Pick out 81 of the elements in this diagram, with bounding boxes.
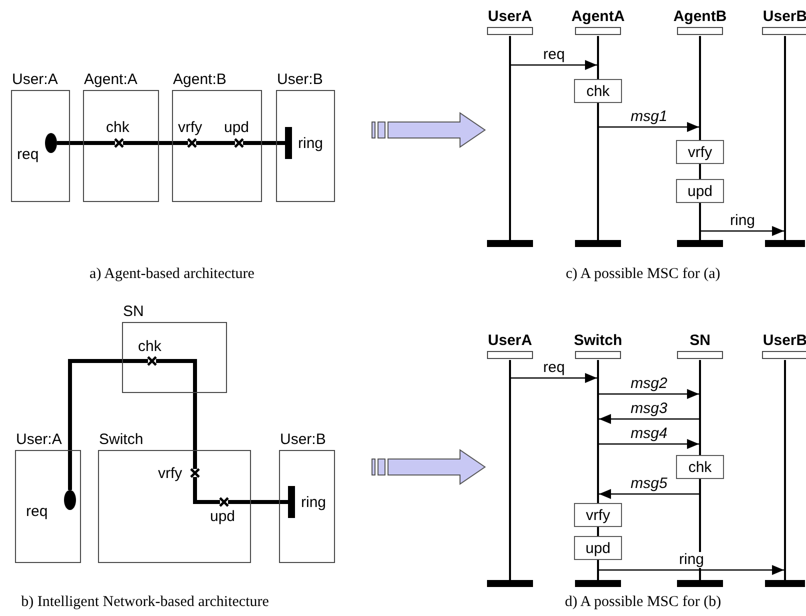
lifeline bbox=[509, 36, 511, 240]
signal-path bbox=[156, 359, 197, 469]
component-name: SN bbox=[123, 303, 144, 320]
message-arrow bbox=[599, 389, 699, 399]
component-name: Switch bbox=[99, 431, 144, 448]
instance-name: UserA bbox=[488, 332, 532, 349]
signal-path bbox=[193, 477, 220, 504]
point-label: req bbox=[17, 146, 39, 163]
cross-mark bbox=[220, 498, 228, 506]
component-name: Agent:B bbox=[173, 71, 226, 88]
lifeline bbox=[699, 360, 701, 455]
message-label: msg5 bbox=[628, 476, 670, 492]
message-label: ring bbox=[677, 552, 706, 568]
component-name: User:A bbox=[16, 431, 62, 448]
lifeline bbox=[597, 560, 599, 580]
action-box: vrfy bbox=[676, 140, 724, 164]
cross-mark bbox=[115, 139, 123, 147]
figure-caption: b) Intelligent Network-based architecture bbox=[21, 594, 269, 611]
cross-mark bbox=[235, 139, 243, 147]
point-label: chk bbox=[106, 119, 130, 136]
figure-caption: c) A possible MSC for (a) bbox=[566, 266, 720, 283]
message-label: msg1 bbox=[628, 109, 670, 125]
point-label: req bbox=[26, 503, 48, 520]
instance-name: Switch bbox=[574, 332, 622, 349]
figure-caption: a) Agent-based architecture bbox=[90, 266, 254, 283]
point-label: chk bbox=[138, 338, 162, 355]
action-box: upd bbox=[676, 179, 724, 203]
lifeline bbox=[699, 203, 701, 240]
point-label: upd bbox=[210, 508, 236, 525]
point-label: upd bbox=[224, 119, 250, 136]
action-box: vrfy bbox=[574, 503, 622, 527]
signal-path bbox=[196, 141, 235, 145]
lifeline bbox=[699, 36, 701, 140]
message-arrow bbox=[599, 414, 699, 424]
lifeline bbox=[597, 36, 599, 79]
lifeline bbox=[597, 360, 599, 503]
action-box: upd bbox=[574, 536, 622, 560]
action-box: chk bbox=[676, 455, 724, 479]
message-label: msg3 bbox=[628, 401, 670, 417]
cross-mark bbox=[191, 469, 199, 477]
component-name: User:A bbox=[12, 71, 58, 88]
lifeline bbox=[699, 164, 701, 179]
lifeline bbox=[784, 360, 786, 580]
message-arrow bbox=[599, 565, 784, 575]
end-bar bbox=[285, 127, 292, 159]
cross-mark bbox=[148, 357, 156, 365]
point-label: ring bbox=[301, 494, 326, 511]
signal-path bbox=[243, 141, 285, 145]
cross-mark bbox=[188, 139, 196, 147]
signal-path bbox=[123, 141, 188, 145]
start-dot bbox=[64, 490, 76, 510]
action-box: chk bbox=[574, 79, 622, 103]
point-label: vrfy bbox=[158, 465, 182, 482]
instance-name: UserA bbox=[488, 8, 532, 25]
lifeline bbox=[784, 36, 786, 240]
message-label: msg4 bbox=[628, 426, 670, 442]
component-name: User:B bbox=[280, 431, 326, 448]
lifeline bbox=[509, 360, 511, 580]
point-label: vrfy bbox=[178, 119, 202, 136]
start-dot bbox=[45, 133, 57, 153]
signal-path bbox=[228, 500, 288, 504]
message-arrow bbox=[511, 60, 597, 70]
message-arrow bbox=[511, 373, 597, 383]
message-arrow bbox=[599, 489, 699, 499]
message-arrow bbox=[701, 226, 784, 236]
figure-caption: d) A possible MSC for (b) bbox=[564, 594, 722, 611]
instance-name: AgentB bbox=[673, 8, 727, 25]
lifeline bbox=[597, 103, 599, 240]
instance-name: AgentA bbox=[571, 8, 625, 25]
signal-path bbox=[68, 359, 148, 490]
component-name: Agent:A bbox=[84, 71, 138, 88]
lifeline bbox=[597, 527, 599, 536]
instance-name: SN bbox=[690, 332, 710, 349]
component-name: User:B bbox=[277, 71, 323, 88]
message-arrow bbox=[599, 439, 699, 449]
message-arrow bbox=[599, 122, 699, 132]
message-label: ring bbox=[728, 213, 757, 229]
signal-path bbox=[57, 141, 115, 145]
message-label: msg2 bbox=[628, 376, 670, 392]
end-bar bbox=[288, 486, 295, 518]
point-label: ring bbox=[298, 135, 324, 152]
